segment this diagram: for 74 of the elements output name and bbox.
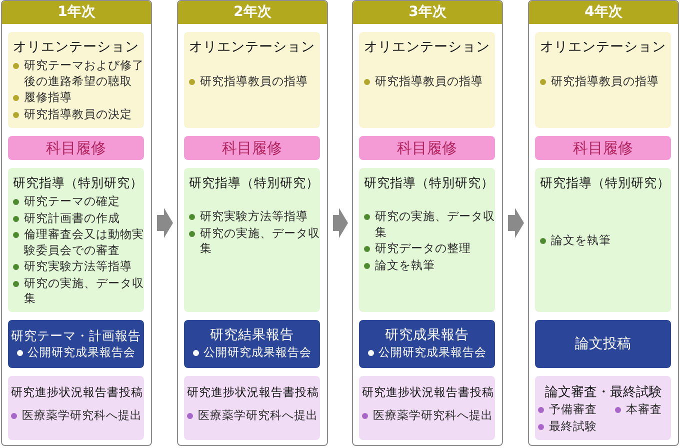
list-item-text: 履修指導 bbox=[24, 90, 73, 106]
card-heading: 論文審査・最終試験 bbox=[544, 384, 663, 401]
list-item-text: 研究の実施、データ収集 bbox=[24, 276, 144, 306]
list-item-text: 医療薬学研究科へ提出 bbox=[198, 408, 318, 424]
research-guidance-card bbox=[359, 168, 495, 312]
card-heading: 科目履修 bbox=[572, 138, 634, 159]
year-column bbox=[177, 0, 328, 446]
research-guidance-card bbox=[184, 168, 320, 312]
card-heading: 研究進捗状況報告書投稿 bbox=[11, 384, 142, 401]
orientation-card bbox=[359, 32, 495, 128]
year-column bbox=[352, 0, 503, 446]
list-item-text: 研究指導教員の指導 bbox=[375, 74, 484, 90]
list-item-text: 研究テーマの確定 bbox=[24, 194, 121, 210]
card-heading: 研究進捗状況報告書投稿 bbox=[187, 384, 318, 401]
research-guidance-card bbox=[8, 168, 144, 312]
list-item-text: 予備審査 bbox=[549, 402, 598, 418]
card-heading: 研究指導（特別研究） bbox=[364, 174, 495, 192]
submission-card bbox=[8, 376, 144, 440]
report-banner bbox=[535, 320, 671, 368]
orientation-card bbox=[184, 32, 320, 128]
card-heading: 研究テーマ・計画報告 bbox=[11, 327, 141, 344]
year-header: 1年次 bbox=[2, 1, 151, 24]
card-heading: 科目履修 bbox=[221, 138, 283, 159]
year-header: 3年次 bbox=[353, 1, 502, 24]
list-item-text: 研究指導教員の指導 bbox=[551, 74, 660, 90]
card-heading: オリエンテーション bbox=[13, 38, 140, 56]
list-item-text: 倫理審査会又は動物実験委員会での審査 bbox=[24, 227, 144, 258]
list-item-text: 公開研究成果報告会 bbox=[204, 345, 312, 361]
card-heading: 研究指導（特別研究） bbox=[189, 174, 320, 192]
course-banner bbox=[184, 136, 320, 160]
card-heading: 研究進捗状況報告書投稿 bbox=[362, 384, 493, 401]
list-item-text: 公開研究成果報告会 bbox=[378, 345, 486, 361]
list-item-text: 研究の実施、データ収集 bbox=[375, 209, 495, 240]
card-heading: 研究指導（特別研究） bbox=[13, 174, 144, 192]
list-item-text: 最終試験 bbox=[549, 418, 598, 434]
list-item-text: 論文を執筆 bbox=[551, 233, 612, 248]
list-item-text: 研究計画書の作成 bbox=[24, 210, 121, 226]
course-banner bbox=[359, 136, 495, 160]
submission-card bbox=[535, 376, 671, 440]
list-item-text: 研究指導教員の指導 bbox=[200, 74, 309, 90]
orientation-card bbox=[535, 32, 671, 128]
card-heading: オリエンテーション bbox=[364, 38, 491, 56]
card-heading: 研究成果報告 bbox=[384, 327, 470, 344]
orientation-card bbox=[8, 32, 144, 128]
list-item-text: 研究テーマおよび修了後の進路希望の聴取 bbox=[24, 58, 144, 89]
list-item-text: 論文を執筆 bbox=[375, 258, 436, 273]
report-banner bbox=[8, 320, 144, 368]
card-heading: オリエンテーション bbox=[540, 38, 667, 56]
year-column bbox=[1, 0, 152, 446]
list-item-text: 研究実験方法等指導 bbox=[24, 259, 133, 274]
card-heading: 科目履修 bbox=[396, 138, 458, 159]
year-header: 4年次 bbox=[529, 1, 678, 24]
year-header: 2年次 bbox=[178, 1, 327, 24]
list-item-text: 本審査 bbox=[626, 402, 662, 418]
report-banner bbox=[359, 320, 495, 368]
card-heading: 研究指導（特別研究） bbox=[540, 174, 671, 192]
card-heading: 科目履修 bbox=[45, 138, 107, 159]
year-column bbox=[528, 0, 679, 446]
submission-card bbox=[359, 376, 495, 440]
card-heading: オリエンテーション bbox=[189, 38, 316, 56]
list-item-text: 医療薬学研究科へ提出 bbox=[373, 408, 493, 424]
course-banner bbox=[8, 136, 144, 160]
course-banner bbox=[535, 136, 671, 160]
list-item-text: 医療薬学研究科へ提出 bbox=[22, 408, 142, 424]
research-guidance-card bbox=[535, 168, 671, 312]
list-item-text: 研究指導教員の決定 bbox=[24, 106, 133, 122]
submission-card bbox=[184, 376, 320, 440]
list-item-text: 研究の実施、データ収集 bbox=[200, 226, 320, 256]
card-heading: 論文投稿 bbox=[574, 336, 632, 352]
report-banner bbox=[184, 320, 320, 368]
card-heading: 研究結果報告 bbox=[209, 327, 295, 344]
list-item-text: 公開研究成果報告会 bbox=[28, 345, 136, 361]
list-item-text: 研究データの整理 bbox=[375, 241, 472, 256]
list-item-text: 研究実験方法等指導 bbox=[200, 209, 309, 224]
